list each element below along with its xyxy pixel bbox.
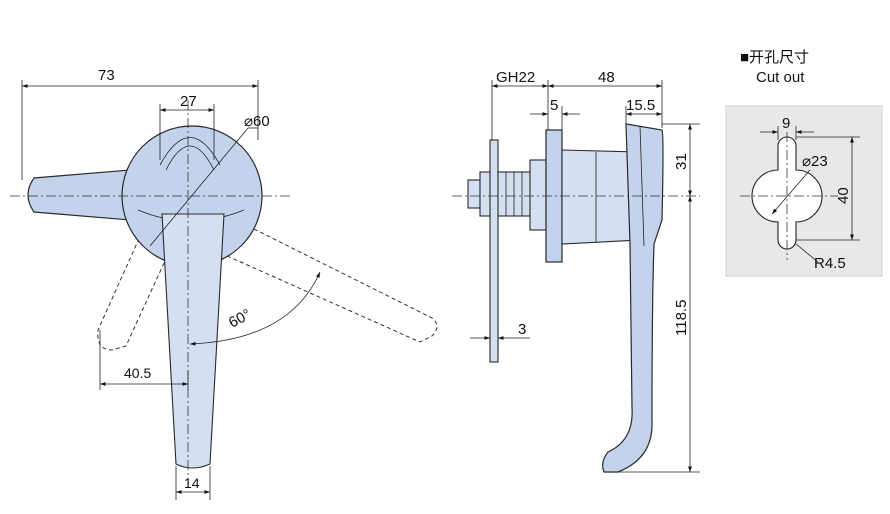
rotated-handle-ghost-right (141, 181, 438, 343)
diameter-leader (149, 127, 249, 247)
dim-handle-length: 118.5 (673, 300, 690, 336)
dim-flange: 5 (550, 97, 558, 114)
dim-cam-thickness: 3 (518, 321, 526, 338)
side-view: GH22 48 5 15.5 31 118.5 3 (452, 69, 700, 473)
dim-rotation-angle: 60° (226, 306, 254, 332)
dim-radius: R4.5 (814, 255, 846, 272)
radius-leader (795, 243, 819, 263)
cutout-title-en: Cut out (756, 69, 805, 86)
lock-nut (529, 159, 547, 231)
dim-head-height: 31 (673, 153, 690, 170)
grip-arc-inner (165, 145, 215, 171)
dim-depth: 48 (598, 69, 615, 86)
dim-thread: GH22 (496, 69, 535, 86)
angle-arc (189, 271, 321, 346)
dim-slot-width: 9 (782, 115, 790, 132)
dim-height: 40 (835, 187, 852, 204)
side-handle (602, 123, 664, 473)
cam-plate (489, 139, 499, 363)
cutout-section: ■开孔尺寸 Cut out 9 ⌀23 40 R4.5 (725, 49, 883, 277)
dim-handle-tip-width: 14 (184, 475, 200, 491)
dim-grip-offset: 15.5 (626, 97, 655, 114)
bolt-nut (479, 171, 491, 217)
hole-diameter-leader (771, 169, 811, 215)
rotated-handle-ghost-left (97, 231, 171, 351)
cutout-title-cn: ■开孔尺寸 (740, 49, 809, 66)
dim-overall-width: 73 (98, 67, 115, 84)
front-view: 73 27 ⌀60 60° 40.5 14 (10, 67, 438, 500)
dim-hole-diameter: ⌀23 (802, 153, 828, 170)
bolt-tip (467, 179, 481, 209)
front-handle (161, 213, 225, 469)
front-lever-left (27, 169, 131, 221)
dim-head-width: 27 (180, 93, 197, 110)
dim-handle-offset: 40.5 (124, 365, 151, 381)
dim-head-diameter: ⌀60 (244, 113, 270, 130)
